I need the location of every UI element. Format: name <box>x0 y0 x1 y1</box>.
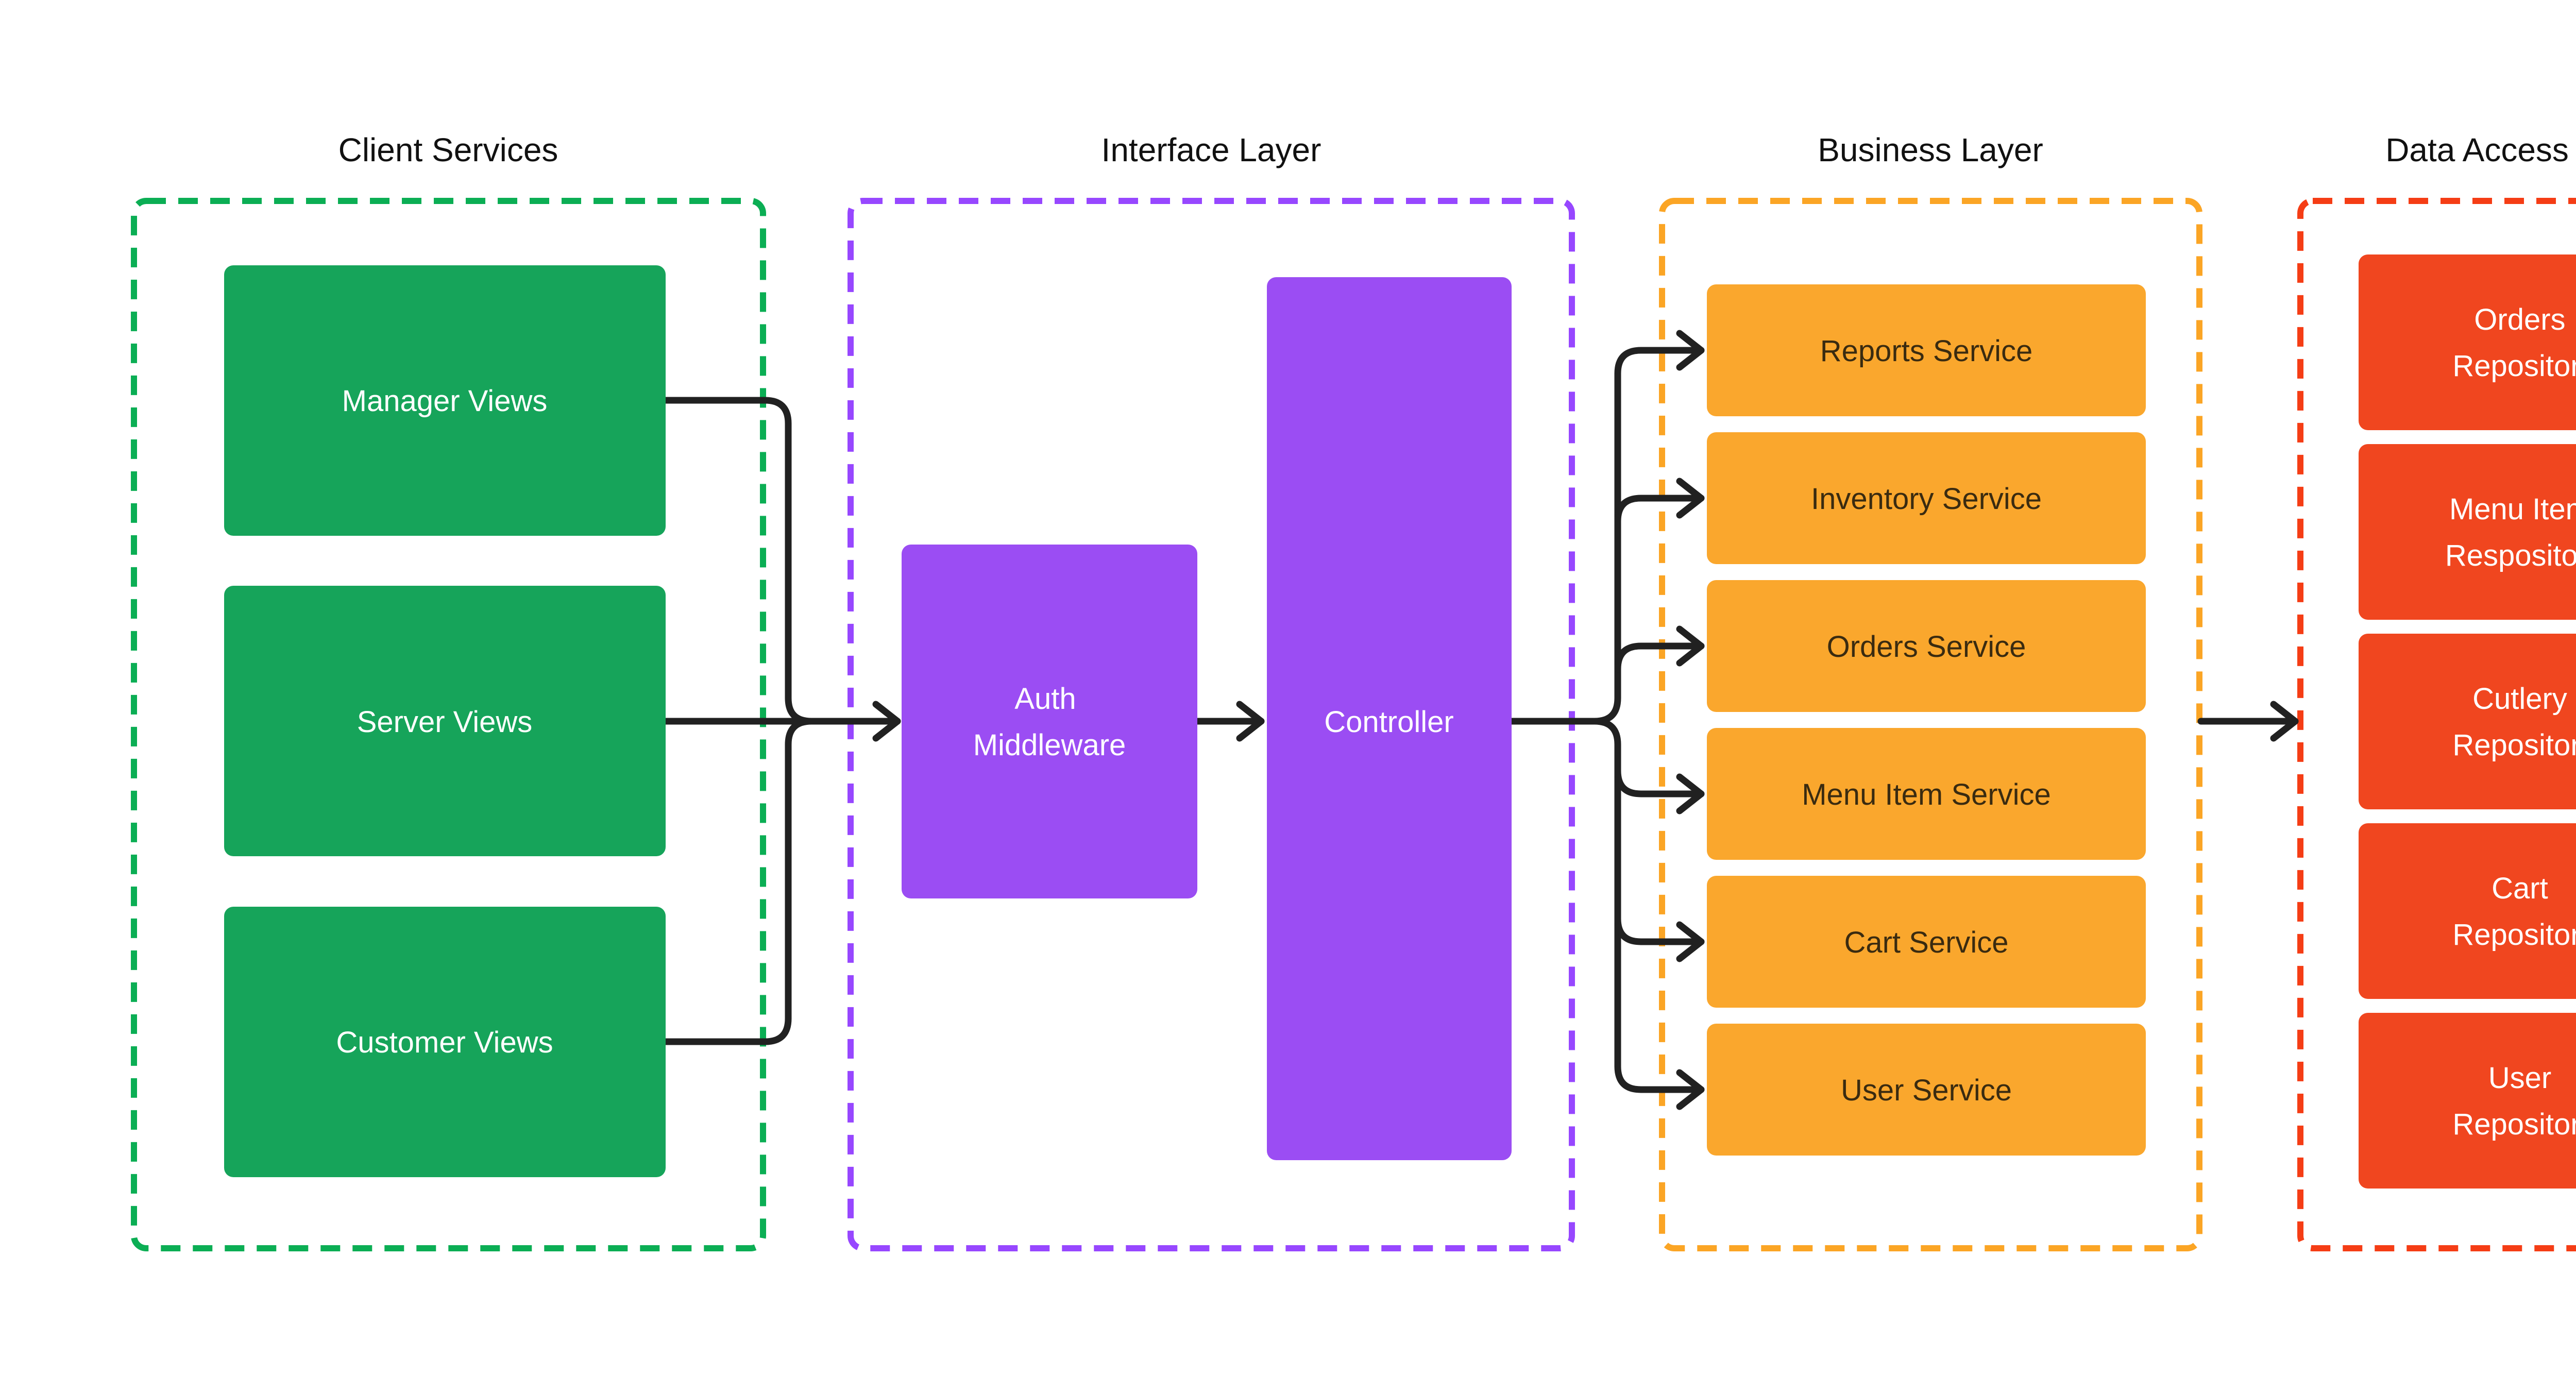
box-orders-repository <box>2359 254 2576 430</box>
box-menu-item-respository-label: Menu Item Respository <box>2445 493 2576 572</box>
box-cart-repository-label: Cart Repository <box>2452 872 2576 952</box>
arrowhead-into-data-access-layer <box>2270 701 2299 742</box>
box-customer-views-label: Customer Views <box>336 1026 553 1059</box>
box-orders-service <box>1707 580 2146 712</box>
box-controller-label: Controller <box>1324 705 1453 739</box>
user-repository-line-1: User <box>2488 1061 2551 1095</box>
box-manager-views-label: Manager Views <box>342 384 548 418</box>
layer-client-services: Manager Views Server Views Customer View… <box>224 265 666 1177</box>
box-auth-middleware <box>902 545 1197 898</box>
box-cutlery-repository <box>2359 634 2576 809</box>
connector-controller-to-user-service <box>1591 718 1705 1093</box>
box-customer-views <box>224 907 666 1177</box>
arrowhead-into-user-service <box>1676 1069 1705 1110</box>
box-inventory-service-label: Inventory Service <box>1811 482 2042 516</box>
connector-customer-views-to-trunk <box>662 718 815 1045</box>
cutlery-repository-line-2: Repository <box>2452 728 2576 762</box>
arrowhead-into-reports-service <box>1676 330 1705 371</box>
auth-middleware-line-1: Auth <box>1014 682 1076 716</box>
auth-middleware-line-2: Middleware <box>973 728 1126 762</box>
business-layer-group-border <box>1659 198 2202 1251</box>
box-cutlery-repository-label: Cutlery Repository <box>2452 682 2576 762</box>
box-auth-middleware-label: Auth Middleware <box>973 682 1126 762</box>
layer-interface: Auth Middleware Controller <box>902 277 1512 1160</box>
box-orders-repository-label: Orders Repository <box>2452 303 2576 383</box>
data-access-layer-group-border <box>2297 198 2576 1251</box>
box-orders-service-label: Orders Service <box>1827 630 2026 664</box>
box-user-service-label: User Service <box>1841 1074 2012 1107</box>
user-repository-line-2: Repository <box>2452 1108 2576 1141</box>
cart-repository-line-2: Repository <box>2452 918 2576 952</box>
box-cart-repository <box>2359 823 2576 999</box>
box-menu-item-service <box>1707 728 2146 860</box>
box-menu-item-service-label: Menu Item Service <box>1802 778 2051 811</box>
orders-repository-line-2: Repository <box>2452 349 2576 383</box>
menu-item-respository-line-2: Respository <box>2445 539 2576 572</box>
box-cart-service-label: Cart Service <box>1844 926 2008 959</box>
connector-trunk-to-menu-item-service <box>1614 767 1705 797</box>
connector-controller-to-reports <box>1508 347 1705 725</box>
box-manager-views <box>224 265 666 536</box>
box-user-repository <box>2359 1013 2576 1189</box>
box-user-service <box>1707 1024 2146 1156</box>
connector-trunk-to-inventory <box>1614 495 1705 525</box>
cutlery-repository-line-1: Cutlery <box>2472 682 2567 716</box>
arrowhead-into-auth-middleware <box>872 701 901 742</box>
box-reports-service-label: Reports Service <box>1820 334 2033 368</box>
layer-title-business-layer: Business Layer <box>1818 131 2043 168</box>
box-controller <box>1267 277 1512 1160</box>
arrowhead-into-controller <box>1236 701 1265 742</box>
layer-title-interface-layer: Interface Layer <box>1101 131 1321 168</box>
box-reports-service <box>1707 284 2146 416</box>
arrowhead-into-inventory-service <box>1676 478 1705 519</box>
connector-trunk-to-orders-service <box>1614 642 1705 673</box>
menu-item-respository-line-1: Menu Item <box>2449 493 2576 526</box>
connector-trunk-to-cart-service <box>1614 915 1705 945</box>
box-inventory-service <box>1707 432 2146 564</box>
arrowhead-into-orders-service <box>1676 625 1705 667</box>
cart-repository-line-1: Cart <box>2492 872 2548 905</box>
arrowhead-into-menu-item-service <box>1676 773 1705 814</box>
layer-data-access: Orders Repository Menu Item Respository … <box>2359 254 2576 1189</box>
box-cart-service <box>1707 876 2146 1008</box>
box-user-repository-label: User Repository <box>2452 1061 2576 1141</box>
connectors <box>662 330 2299 1110</box>
arrowhead-into-cart-service <box>1676 921 1705 962</box>
layer-title-data-access-layer: Data Access Layer <box>2385 131 2576 168</box>
box-server-views <box>224 586 666 856</box>
orders-repository-line-1: Orders <box>2474 303 2565 336</box>
connector-manager-views-to-trunk <box>662 397 815 725</box>
layer-title-client-services: Client Services <box>338 131 558 168</box>
box-server-views-label: Server Views <box>357 705 533 739</box>
layer-business: Reports Service Inventory Service Orders… <box>1707 284 2146 1156</box>
box-menu-item-respository <box>2359 444 2576 620</box>
